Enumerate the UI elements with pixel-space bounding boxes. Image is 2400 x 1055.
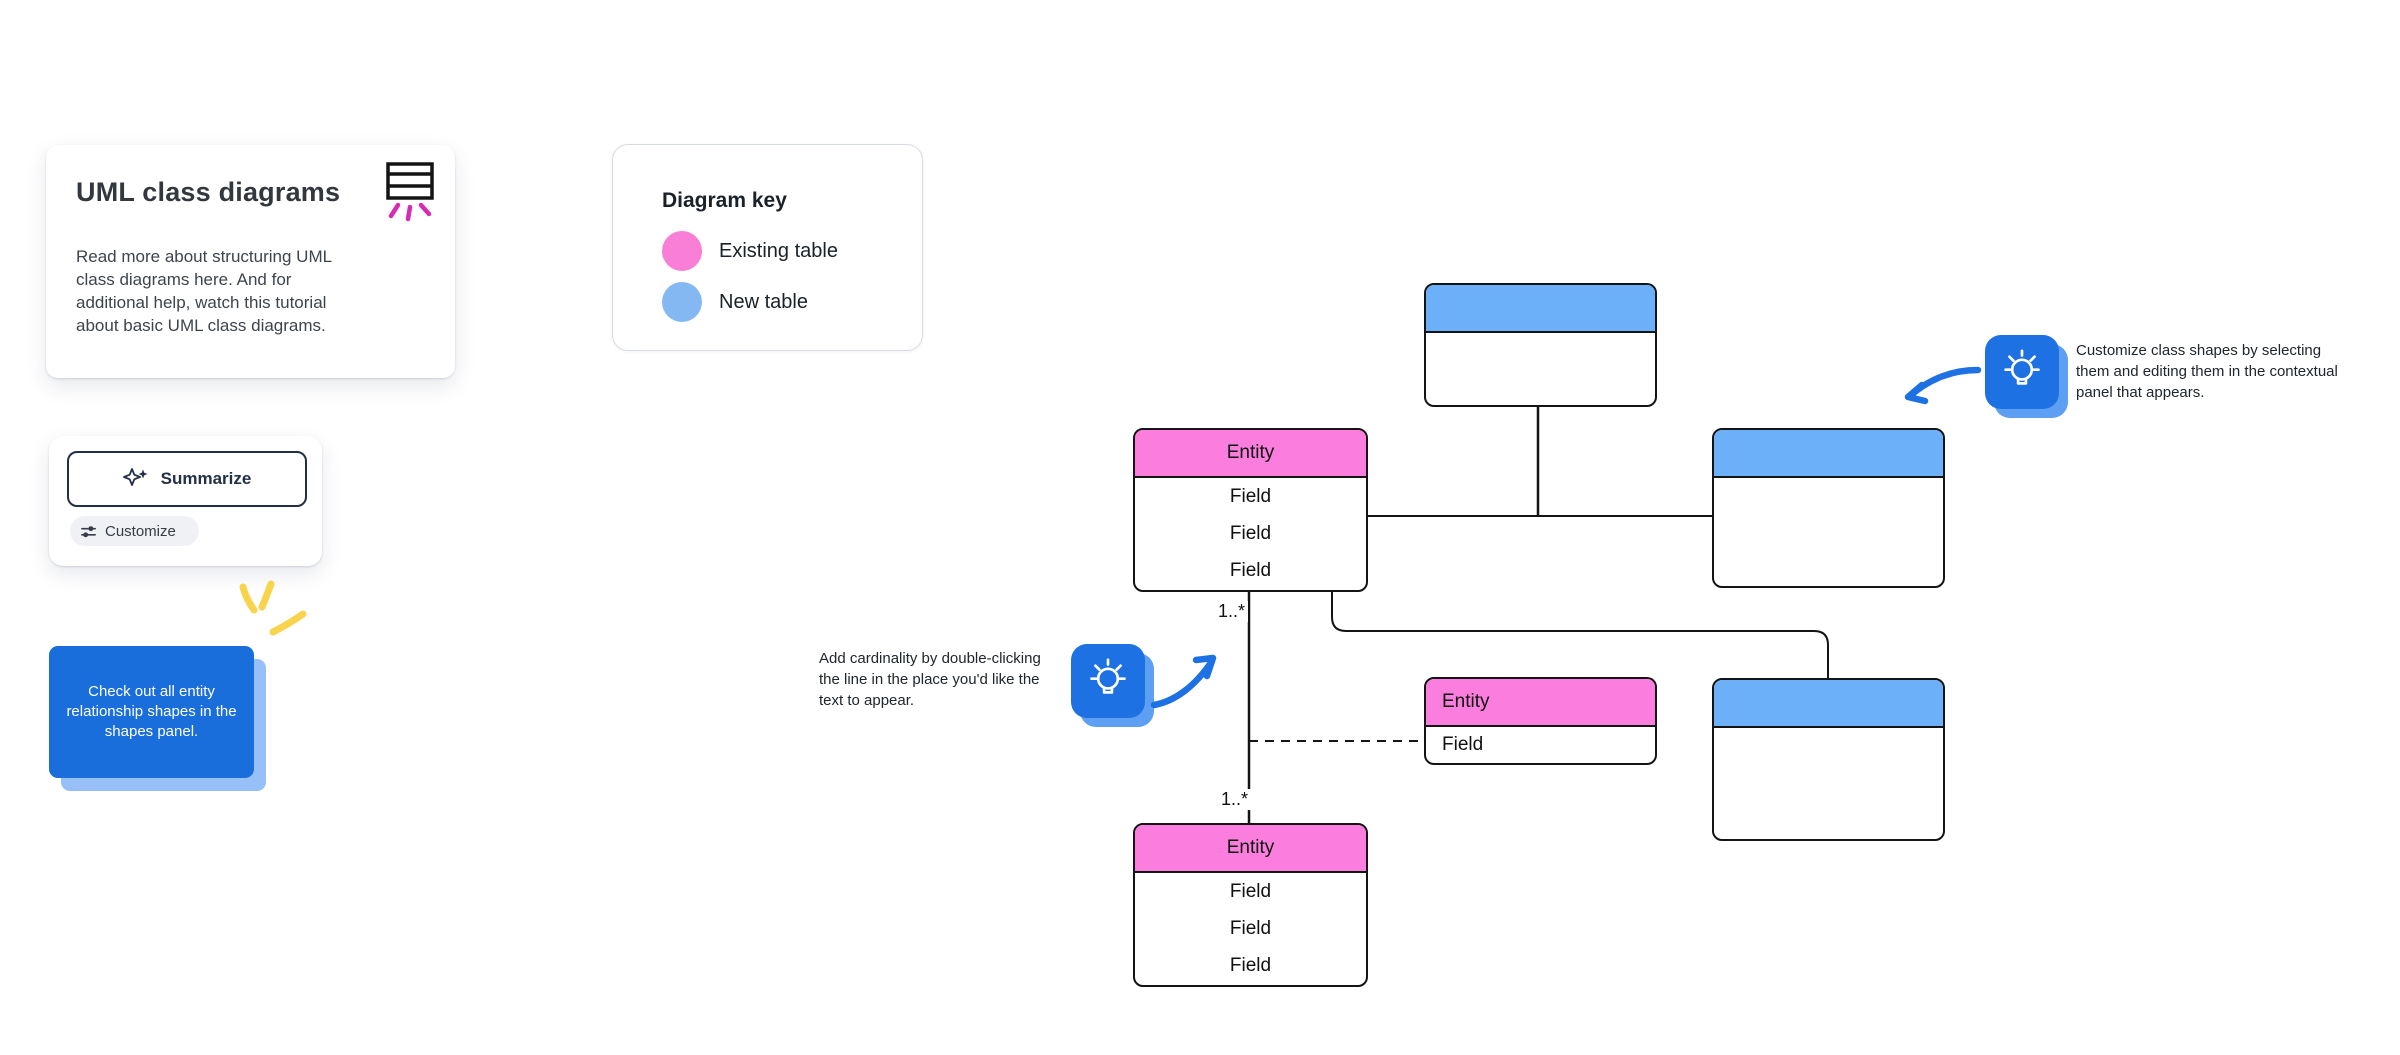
customize-button-label: Customize — [105, 522, 176, 540]
table-new-top[interactable] — [1424, 283, 1657, 407]
lightbulb-tile — [1985, 335, 2059, 409]
ai-actions-panel: Summarize Customize — [49, 436, 322, 566]
table-field[interactable]: Field — [1229, 917, 1272, 939]
diagram-key-card: Diagram key Existing table New table — [612, 144, 923, 351]
intro-card-title: UML class diagrams — [76, 177, 341, 207]
table-existing-main[interactable]: Entity Field Field Field — [1133, 428, 1368, 592]
table-body[interactable] — [1714, 728, 1943, 839]
table-field[interactable]: Field — [1442, 734, 1484, 755]
table-header[interactable]: Entity — [1135, 825, 1366, 873]
table-body[interactable] — [1426, 333, 1655, 405]
intro-card: UML class diagrams Read more about struc… — [46, 145, 455, 378]
sparkle-icon — [122, 468, 148, 486]
emphasis-doodle — [239, 580, 307, 636]
cardinality-label-bottom[interactable]: 1..* — [1218, 789, 1252, 810]
table-new-mid-right[interactable] — [1712, 678, 1945, 841]
table-header[interactable] — [1714, 430, 1943, 478]
table-existing-bottom[interactable]: Entity Field Field Field — [1133, 823, 1368, 987]
connector-entity-elbow-to-mid-right-table[interactable] — [1331, 588, 1829, 678]
table-header[interactable] — [1426, 285, 1655, 333]
sliders-icon — [81, 525, 96, 537]
tip-customize-text: Customize class shapes by selecting them… — [2076, 342, 2338, 401]
table-field[interactable]: Field — [1229, 880, 1272, 902]
table-header[interactable]: Entity — [1426, 679, 1655, 727]
table-new-right[interactable] — [1712, 428, 1945, 588]
cardinality-label-top[interactable]: 1..* — [1215, 601, 1249, 622]
intro-card-body-line: about basic UML class diagrams. — [76, 316, 326, 335]
lightbulb-icon — [1090, 658, 1126, 694]
summarize-button-label: Summarize — [160, 469, 252, 488]
lightbulb-icon — [2004, 349, 2040, 385]
curved-arrow-up-right-icon — [1150, 654, 1217, 709]
table-header[interactable]: Entity — [1135, 430, 1366, 478]
table-header[interactable] — [1714, 680, 1943, 728]
table-field[interactable]: Field — [1229, 522, 1272, 544]
intro-card-body-line: class diagrams here. And for — [76, 270, 292, 289]
sticky-note[interactable]: Check out all entity relationship shapes… — [49, 646, 254, 778]
existing-table-label: Existing table — [719, 240, 838, 262]
table-field[interactable]: Field — [1229, 955, 1272, 977]
curved-arrow-left-icon — [1904, 366, 1982, 405]
table-shine-icon — [386, 162, 434, 222]
tip-cardinality-text: Add cardinality by double-clicking the l… — [819, 650, 1041, 709]
table-body[interactable] — [1714, 478, 1943, 586]
lightbulb-tile — [1071, 644, 1145, 718]
customize-button[interactable]: Customize — [70, 516, 199, 546]
intro-card-body-line: additional help, watch this tutorial — [76, 293, 327, 312]
summarize-button[interactable]: Summarize — [67, 451, 307, 507]
intro-card-body-line: Read more about structuring UML — [76, 247, 333, 266]
new-table-swatch — [662, 282, 702, 322]
existing-table-swatch — [662, 231, 702, 271]
intro-card-body: Read more about structuring UML class di… — [76, 245, 332, 337]
table-field[interactable]: Field — [1229, 485, 1272, 507]
diagram-key-title: Diagram key — [662, 189, 787, 212]
new-table-label: New table — [719, 291, 808, 313]
table-field[interactable]: Field — [1229, 560, 1272, 582]
table-existing-small[interactable]: Entity Field — [1424, 677, 1657, 765]
sticky-note-text: Check out all entity relationship shapes… — [66, 683, 237, 740]
